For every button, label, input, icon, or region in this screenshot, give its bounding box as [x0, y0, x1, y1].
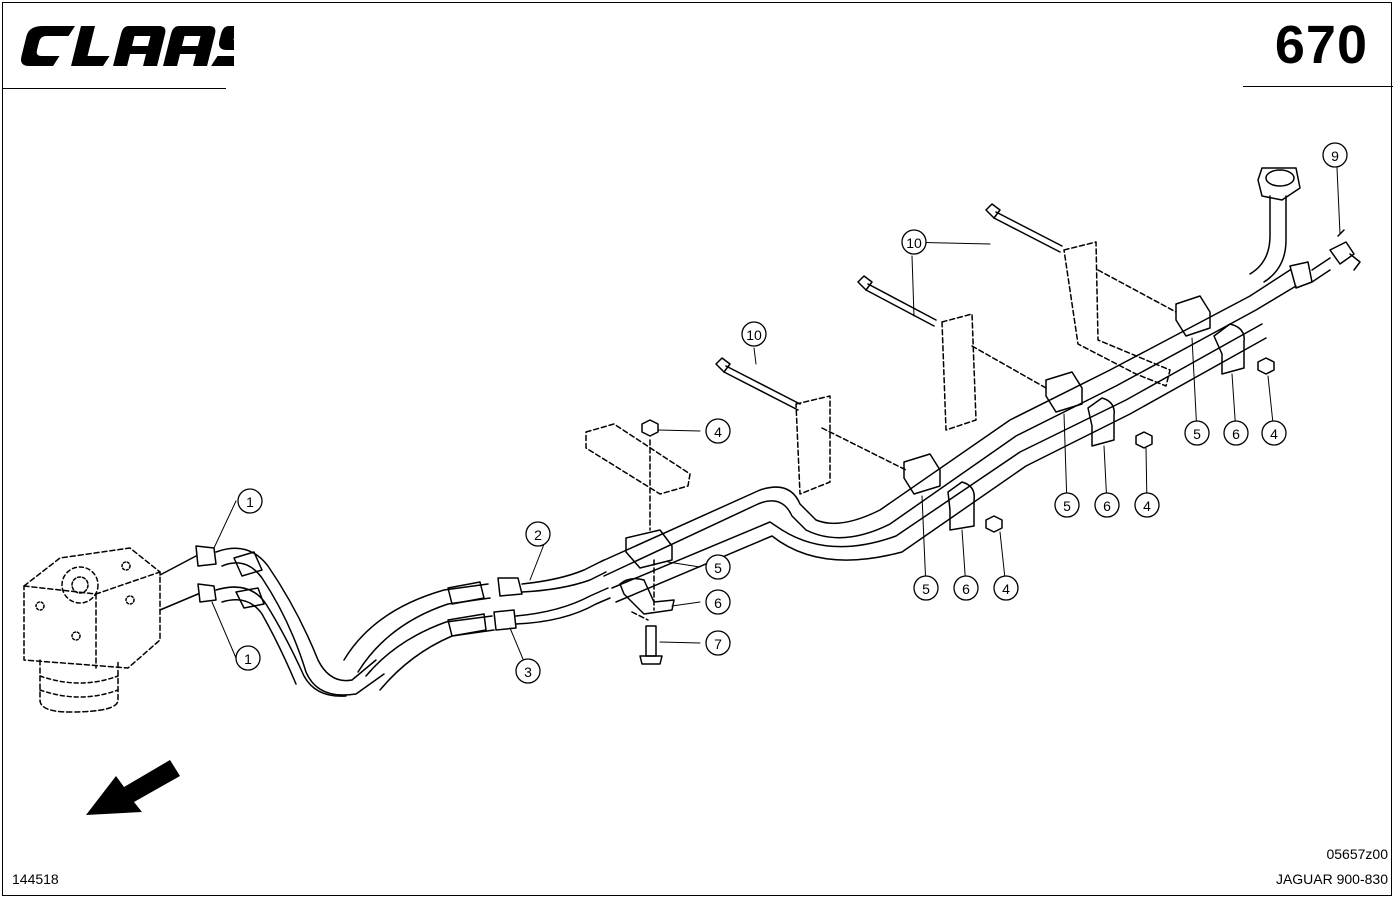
hose-lower	[159, 583, 347, 697]
callout-label: 9	[1331, 148, 1339, 164]
callout-label: 2	[534, 527, 542, 543]
callout-bubble	[237, 488, 263, 514]
callout-bubble	[1094, 492, 1120, 518]
callout-label: 6	[714, 595, 722, 611]
callout-label: 3	[524, 664, 532, 680]
callout-bubble	[913, 575, 939, 601]
callout-label: 1	[244, 651, 252, 667]
callout-label: 5	[1193, 426, 1201, 442]
callout-bubble	[235, 645, 261, 671]
callout-bubble	[901, 229, 927, 255]
drawing-id: 144518	[12, 871, 59, 887]
hose-upper	[159, 545, 385, 696]
callout-bubble	[525, 521, 551, 547]
callout-bubble	[1134, 492, 1160, 518]
reference-code: 05657z00	[1326, 846, 1388, 862]
callout-label: 6	[1103, 498, 1111, 514]
callout-bubble	[1223, 420, 1249, 446]
callout-bubble	[705, 630, 731, 656]
steel-pipes	[599, 167, 1331, 603]
hose-mid	[343, 559, 611, 691]
callout-label: 5	[922, 581, 930, 597]
callout-label: 5	[714, 560, 722, 576]
callout-bubble	[705, 589, 731, 615]
clamp-blocks	[625, 295, 1211, 569]
steering-unit	[23, 547, 161, 713]
callout-bubble	[993, 575, 1019, 601]
logo-underline	[2, 88, 226, 89]
direction-arrow	[86, 760, 180, 815]
leader-lines	[211, 167, 1341, 672]
callout-bubble	[705, 418, 731, 444]
mounting-plates	[585, 241, 1177, 621]
callout-bubble	[1261, 420, 1287, 446]
callout-label: 10	[746, 327, 762, 343]
callout-bubble	[705, 554, 731, 580]
long-bolts	[715, 203, 1063, 411]
callout-label: 4	[1002, 581, 1010, 597]
page-number: 670	[1274, 15, 1368, 75]
bracket-clips	[619, 323, 1245, 615]
callout-label: 10	[906, 235, 922, 251]
callout-bubble	[741, 321, 767, 347]
callout-bubble	[1184, 420, 1210, 446]
nuts-and-bolts	[639, 229, 1361, 665]
callout-label: 1	[246, 494, 254, 510]
page-number-underline	[1243, 86, 1393, 87]
callout-bubble	[1054, 492, 1080, 518]
callout-label: 7	[714, 636, 722, 652]
callout-label: 4	[714, 424, 722, 440]
callout-group: 1 1 2 3 4 5 6 7 10 5 6 4 10 5 6 4 5 6 4 9	[235, 142, 1348, 684]
callout-bubble	[953, 575, 979, 601]
callout-label: 5	[1063, 498, 1071, 514]
callout-bubble	[515, 658, 541, 684]
callout-label: 6	[962, 581, 970, 597]
callout-label: 4	[1143, 498, 1151, 514]
callout-label: 6	[1232, 426, 1240, 442]
callout-bubble	[1322, 142, 1348, 168]
claas-logo	[21, 26, 234, 66]
model-label: JAGUAR 900-830	[1275, 871, 1388, 887]
callout-label: 4	[1270, 426, 1278, 442]
